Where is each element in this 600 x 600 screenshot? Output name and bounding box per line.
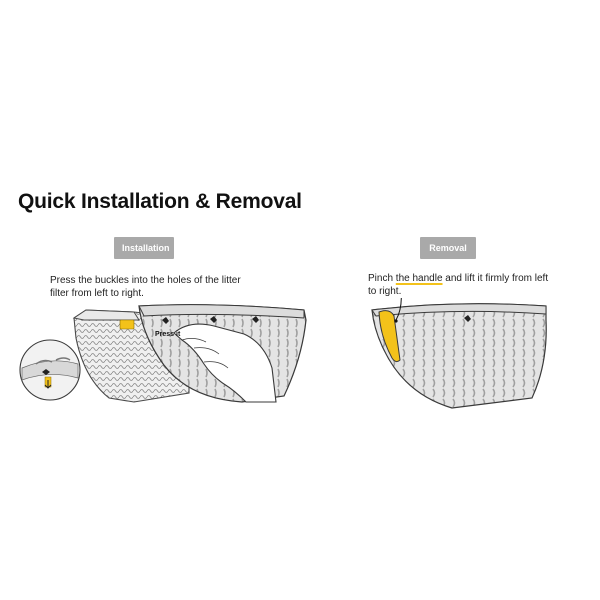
buckle-closeup-icon	[19, 339, 81, 401]
removal-text-after: and lift it firmly from left to right.	[368, 273, 549, 297]
removal-text-before: Pinch	[368, 273, 396, 284]
handle-illustration	[378, 310, 401, 363]
removal-text-highlight: the handle	[395, 273, 443, 284]
removal-illustration	[371, 298, 547, 409]
press-it-label: Press it	[155, 331, 181, 338]
installation-illustration: Press it	[19, 304, 307, 403]
removal-badge: Removal	[420, 237, 476, 259]
litter-filter-removal	[371, 303, 547, 409]
pointer-arrow	[395, 298, 402, 321]
installation-description: Press the buckles into the holes of the …	[50, 275, 241, 299]
hand-illustration	[173, 323, 277, 403]
removal-description: Pinch the handle and lift it firmly from…	[368, 272, 558, 298]
page-title: Quick Installation & Removal	[18, 190, 302, 213]
installation-badge: Installation	[114, 237, 174, 259]
